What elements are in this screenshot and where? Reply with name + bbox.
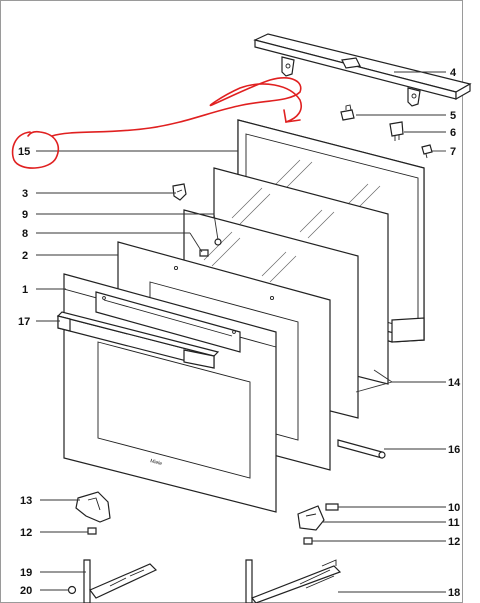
part-hinge-arm-19 [83,559,158,603]
brand-logo-text: Miele [149,458,162,467]
leader-lines [36,71,446,593]
part-clip-5 [340,104,355,121]
callout-19: 19 [20,567,32,579]
callout-9: 9 [22,209,28,221]
callout-14: 14 [448,377,461,389]
callout-13: 13 [20,495,32,507]
callout-11: 11 [448,517,460,529]
part-screw-7 [421,144,433,159]
part-hinge-arm-18 [245,559,342,603]
callout-15: 15 [18,146,30,158]
callout-16: 16 [448,444,460,456]
part-rod-16 [337,439,386,459]
part-clip-3 [172,183,187,201]
part-handle-17 [56,311,220,369]
callout-2: 2 [22,250,28,262]
part-top-rail [253,33,472,107]
part-screw-12b [303,537,313,545]
part-hinge-cover-11 [297,505,325,531]
callout-5: 5 [450,110,456,122]
part-screw-10 [325,503,339,511]
callout-3: 3 [22,188,28,200]
callout-17: 17 [18,316,30,328]
callout-12-left: 12 [20,527,32,539]
callout-10: 10 [448,502,460,514]
part-clip-6 [389,121,404,141]
callout-6: 6 [450,127,456,139]
part-screw-20 [67,585,77,595]
callout-7: 7 [450,146,456,158]
part-screw-12a [87,527,97,535]
callout-12-right: 12 [448,536,460,548]
callout-4: 4 [450,67,457,79]
callout-8: 8 [22,228,28,240]
callout-20: 20 [20,585,32,597]
part-hinge-cover-13 [75,491,111,523]
callout-18: 18 [448,587,460,599]
red-annotation [11,77,302,169]
callout-1: 1 [22,284,28,296]
